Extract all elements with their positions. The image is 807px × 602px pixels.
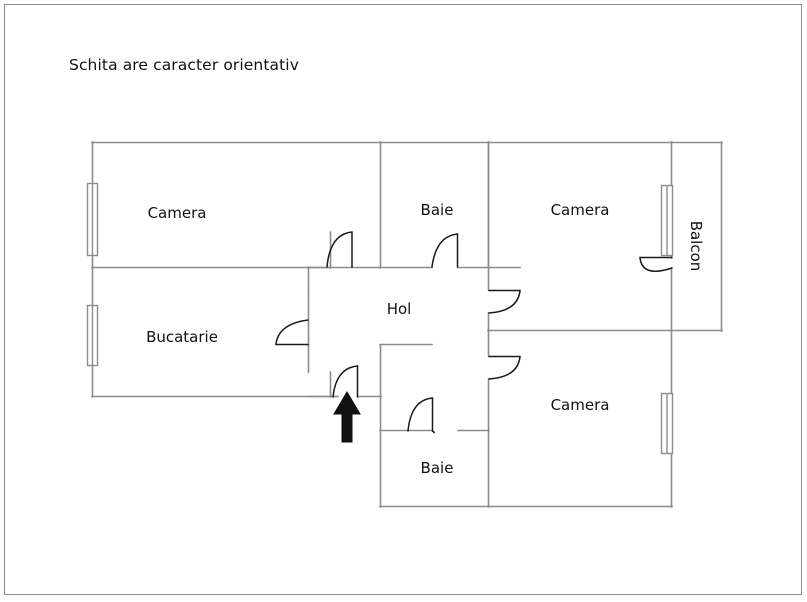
door-baie-bottom-hol — [407, 397, 435, 434]
room-label-camera-top-left: Camera — [147, 204, 207, 222]
door-entrance — [332, 365, 359, 398]
door-baie-top-hol — [431, 233, 459, 268]
room-label-balcon: Balcon — [687, 220, 705, 272]
windows — [86, 182, 674, 455]
page-title: Schita are caracter orientativ — [69, 56, 299, 74]
door-bucatarie-hol — [275, 319, 309, 346]
door-hol-camera-bottom-right — [488, 355, 521, 380]
door-camera-top-left-hol — [326, 231, 353, 268]
door-camera-top-right-balcon — [639, 256, 673, 272]
room-label-camera-top-right: Camera — [550, 201, 610, 219]
room-label-bucatarie: Bucatarie — [146, 328, 218, 346]
room-label-camera-bottom-right: Camera — [550, 396, 610, 414]
image-border — [4, 4, 802, 595]
entrance-arrow — [333, 391, 361, 443]
walls — [91, 141, 723, 508]
room-label-baie-bottom: Baie — [420, 459, 454, 477]
room-label-hol: Hol — [386, 300, 412, 318]
door-hol-camera-top-right — [488, 289, 521, 314]
room-label-baie-top: Baie — [420, 201, 454, 219]
doors — [275, 231, 673, 434]
